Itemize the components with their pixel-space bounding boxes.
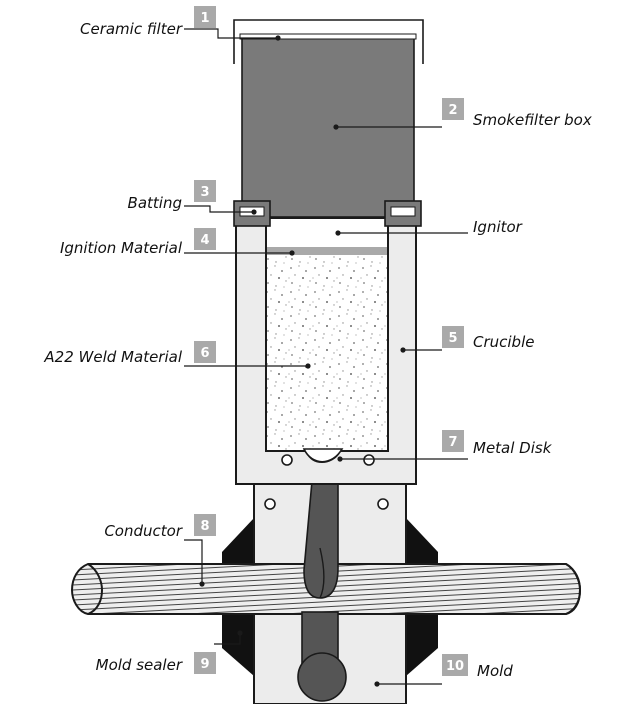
leader-lines xyxy=(184,28,468,687)
label-metal-disk: Metal Disk xyxy=(473,439,553,457)
ignition-material xyxy=(267,247,387,255)
metal-disk xyxy=(302,448,344,463)
crucible-pin-right xyxy=(363,454,375,466)
badge-8: 8 xyxy=(194,514,216,536)
label-mold-sealer: Mold sealer xyxy=(96,656,183,674)
badge-9: 9 xyxy=(194,652,216,674)
mold-pin-left xyxy=(264,498,276,510)
badge-5-number: 5 xyxy=(448,331,457,346)
label-ignitor: Ignitor xyxy=(473,218,523,236)
badge-4-number: 4 xyxy=(200,233,209,248)
mold-pin-right xyxy=(377,498,389,510)
badge-2: 2 xyxy=(442,98,464,120)
label-ceramic-filter: Ceramic filter xyxy=(80,20,183,38)
weld-channel xyxy=(297,469,347,702)
badge-7: 7 xyxy=(442,430,464,452)
label-batting: Batting xyxy=(128,194,182,212)
weld-material xyxy=(267,255,387,450)
label-ignition-material: Ignition Material xyxy=(60,239,183,257)
label-a22-weld-material: A22 Weld Material xyxy=(43,348,182,366)
badge-9-number: 9 xyxy=(200,657,209,672)
badge-10-number: 10 xyxy=(446,659,464,674)
label-mold: Mold xyxy=(477,662,513,680)
badge-1: 1 xyxy=(194,6,216,28)
badge-4: 4 xyxy=(194,228,216,250)
smokefilter-box xyxy=(233,19,424,218)
badge-5: 5 xyxy=(442,326,464,348)
badge-8-number: 8 xyxy=(200,519,209,534)
batting-right xyxy=(390,206,416,217)
badge-3: 3 xyxy=(194,180,216,202)
badge-10: 10 xyxy=(442,654,468,676)
badge-6: 6 xyxy=(194,341,216,363)
badge-2-number: 2 xyxy=(448,103,457,118)
smokefilter-box-body xyxy=(241,34,415,218)
badge-3-number: 3 xyxy=(200,185,209,200)
ceramic-filter xyxy=(239,33,417,40)
label-conductor: Conductor xyxy=(104,522,182,540)
badge-1-number: 1 xyxy=(200,11,209,26)
badge-7-number: 7 xyxy=(448,435,457,450)
label-crucible: Crucible xyxy=(473,333,534,351)
crucible-pin-left xyxy=(281,454,293,466)
ceramic-filter-frame xyxy=(233,19,424,64)
badge-6-number: 6 xyxy=(200,346,209,361)
label-smokefilter-box: Smokefilter box xyxy=(473,111,592,129)
riser-bulb xyxy=(297,652,347,702)
crucible xyxy=(235,207,417,485)
